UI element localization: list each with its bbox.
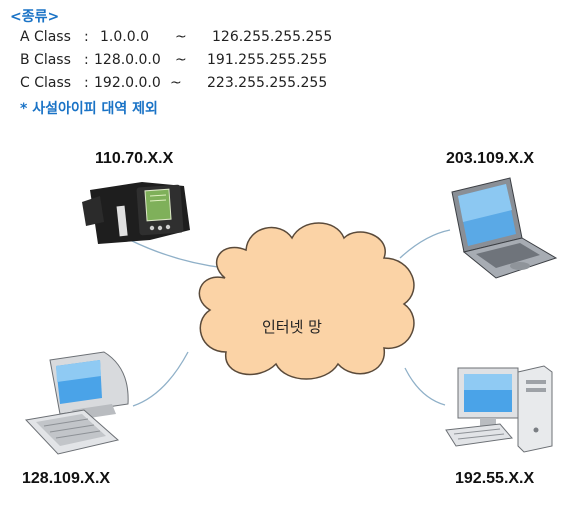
class-tilde: ~ [175, 29, 187, 45]
class-separator: : [84, 75, 89, 91]
class-start: 192.0.0.0 [94, 75, 161, 91]
laptop-icon [451, 177, 558, 279]
desktop-tower-icon [445, 365, 553, 453]
node-ip-top-right: 203.109.X.X [446, 150, 535, 167]
class-start: 128.0.0.0 [94, 52, 161, 68]
link-bottom-left [132, 351, 189, 407]
link-top-right [399, 229, 451, 259]
class-tilde: ~ [170, 75, 182, 91]
cloud-label: 인터넷 망 [262, 318, 322, 336]
class-a-row: A Class : 1.0.0.0 ~ 126.255.255.255 [20, 29, 332, 125]
class-end: 126.255.255.255 [212, 29, 333, 45]
class-list-heading: <종류> [10, 9, 60, 25]
class-name: A Class [20, 29, 71, 45]
class-start: 1.0.0.0 [100, 29, 149, 45]
private-ip-note: * 사설아이피 대역 제외 [20, 101, 158, 117]
link-top-left [129, 239, 226, 269]
class-end: 191.255.255.255 [207, 52, 328, 68]
desktop-crt-icon [24, 351, 129, 455]
class-name: C Class [20, 75, 72, 91]
node-ip-top-left: 110.70.X.X [95, 150, 174, 167]
class-tilde: ~ [175, 52, 187, 68]
class-separator: : [84, 29, 89, 45]
class-name: B Class [20, 52, 71, 68]
class-b-row: B Class : 128.0.0.0 ~ 191.255.255.255 [20, 52, 327, 148]
internet-cloud [198, 222, 415, 380]
link-bottom-right [404, 367, 446, 406]
node-ip-bottom-right: 192.55.X.X [455, 470, 535, 487]
class-c-row: C Class : 192.0.0.0 ~ 223.255.255.255 [20, 75, 327, 171]
class-separator: : [84, 52, 89, 68]
pda-icon [82, 182, 190, 244]
node-ip-bottom-left: 128.109.X.X [22, 470, 111, 487]
class-end: 223.255.255.255 [207, 75, 328, 91]
